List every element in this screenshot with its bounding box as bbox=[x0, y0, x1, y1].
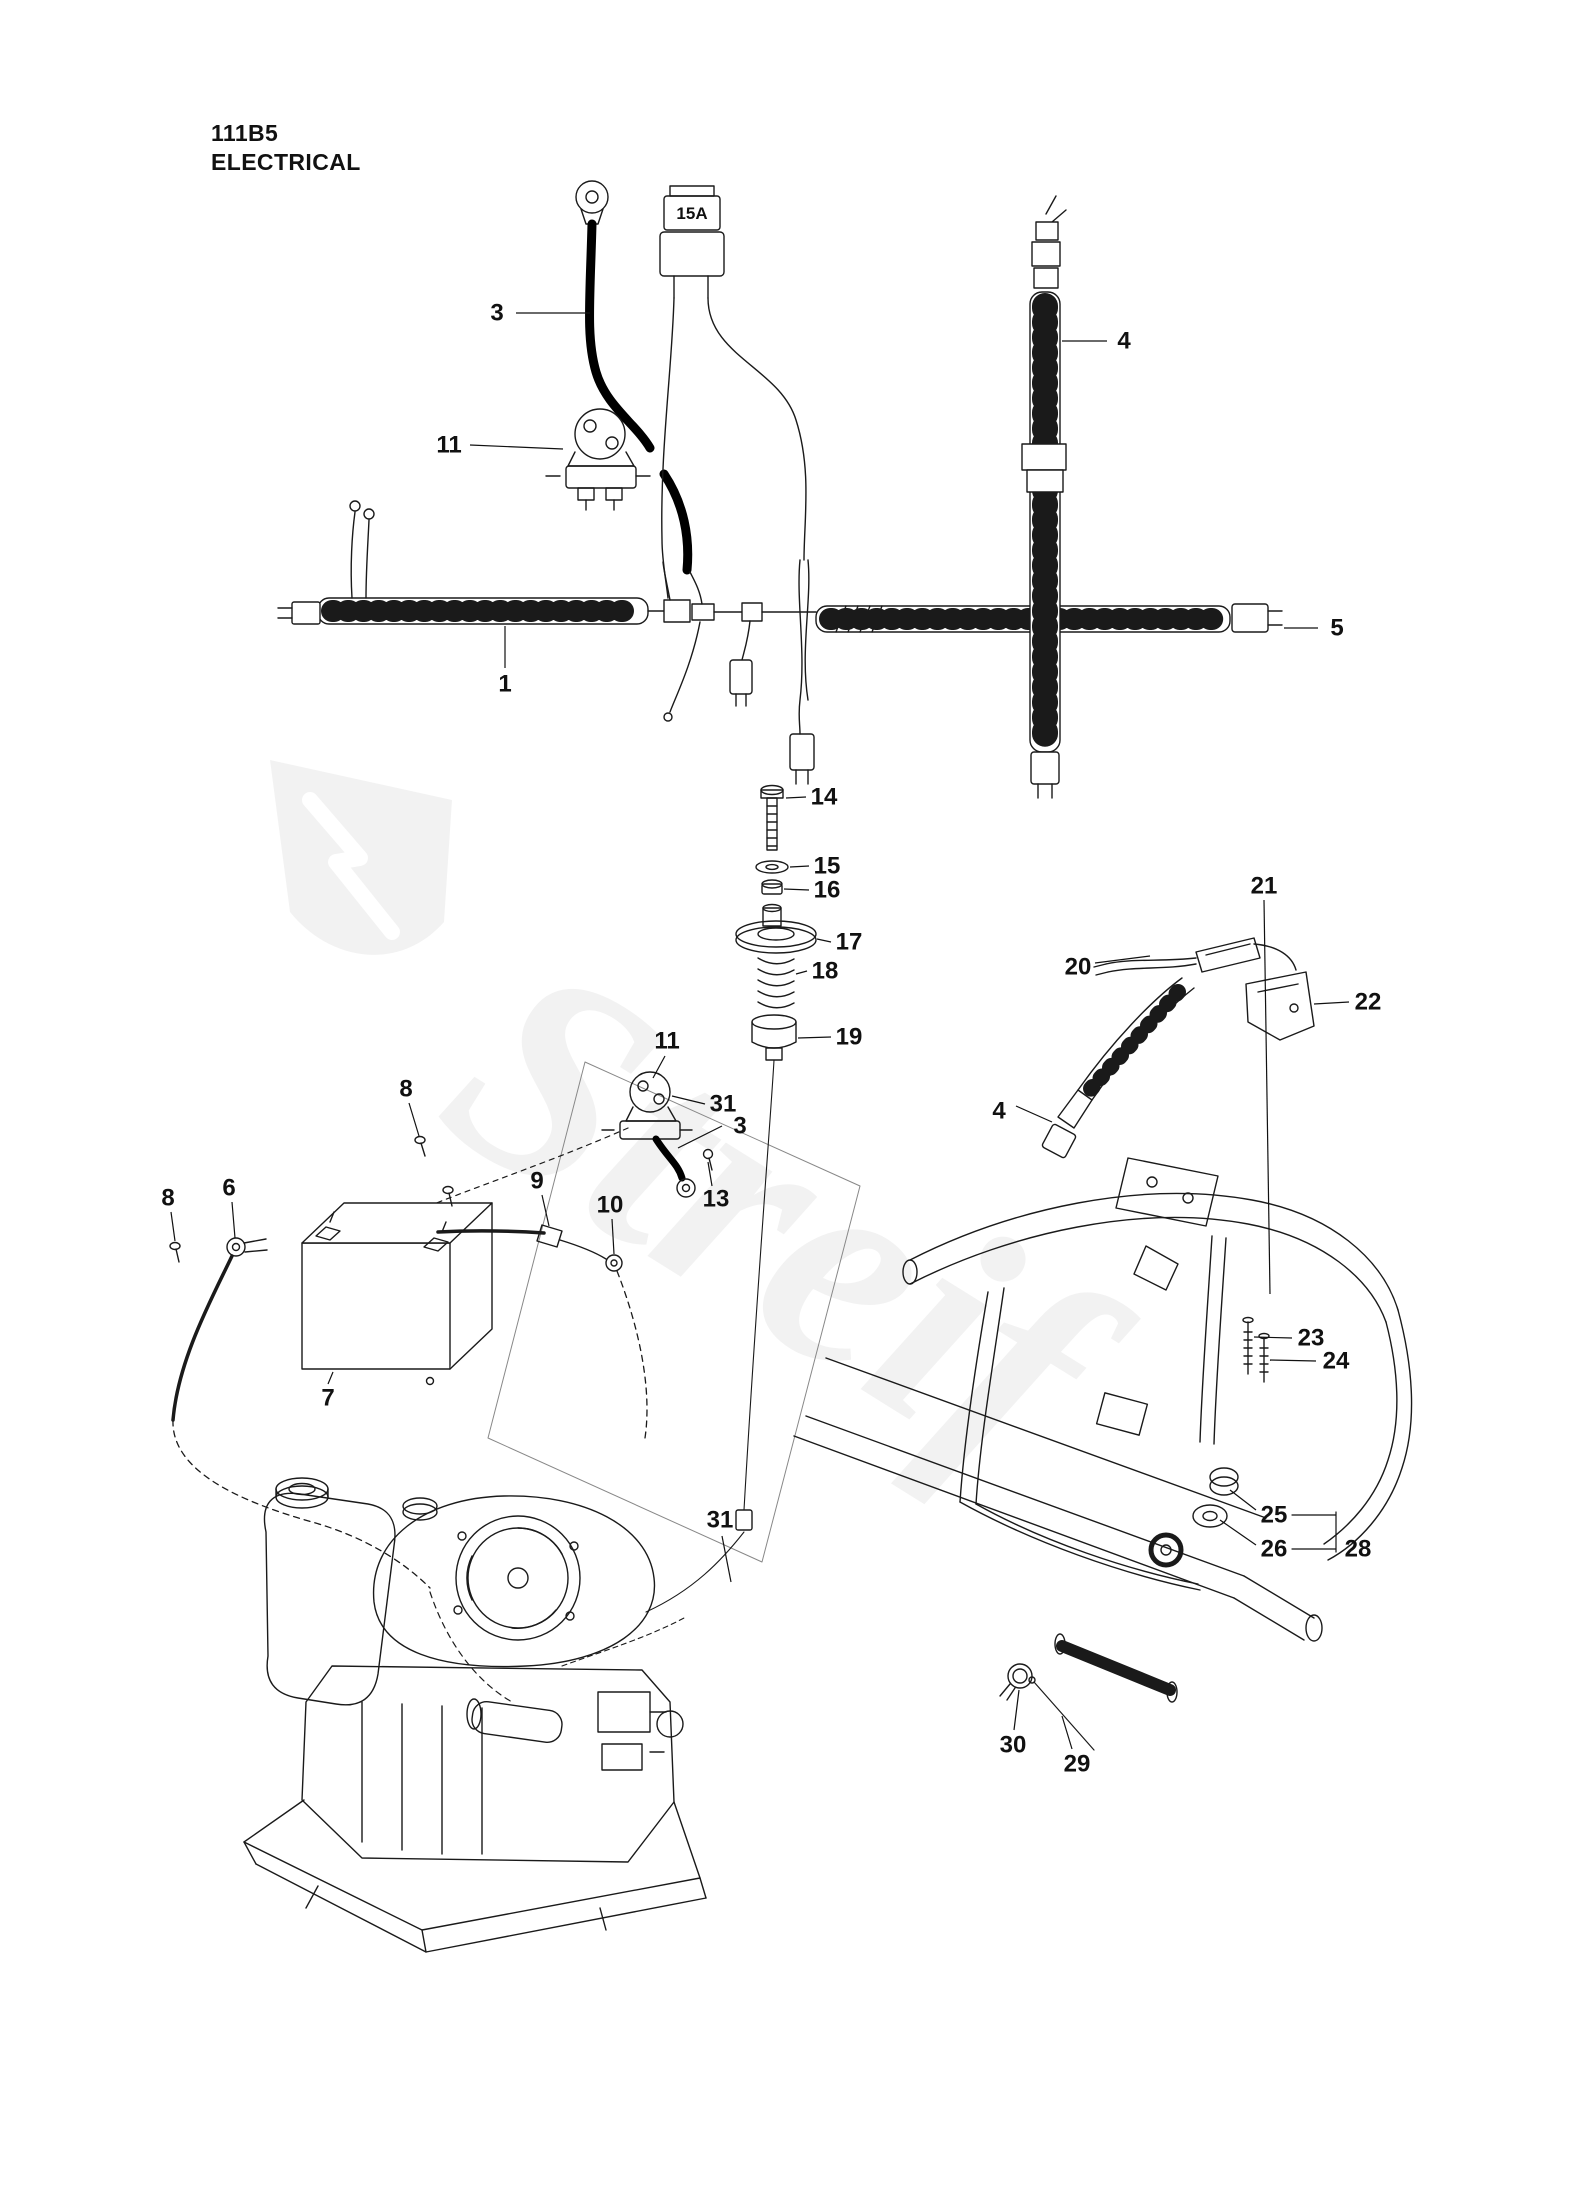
part-callout-17: 17 bbox=[836, 929, 863, 956]
leader-line-23 bbox=[1253, 1336, 1293, 1339]
leader-line-19 bbox=[797, 1036, 832, 1039]
leader-line-14 bbox=[785, 796, 807, 799]
part-callout-11: 11 bbox=[654, 1028, 679, 1055]
model-code: 111B5 bbox=[211, 120, 279, 146]
leader-line-7 bbox=[327, 1371, 334, 1385]
part-callout-24: 24 bbox=[1323, 1348, 1350, 1375]
watermark-shield-mark bbox=[302, 792, 400, 940]
part-callout-23: 23 bbox=[1298, 1325, 1325, 1352]
leader-line-3 bbox=[677, 1125, 723, 1149]
part-callout-30: 30 bbox=[1000, 1732, 1027, 1759]
leader-line-24 bbox=[1269, 1359, 1317, 1362]
part-callout-8: 8 bbox=[399, 1076, 412, 1103]
part-callout-31: 31 bbox=[710, 1091, 737, 1118]
part-callout-22: 22 bbox=[1355, 989, 1382, 1016]
harness-5 bbox=[815, 603, 1283, 633]
watermark-text: Streif bbox=[395, 894, 1173, 1552]
part-callout-8: 8 bbox=[161, 1185, 174, 1212]
part-callout-20: 20 bbox=[1065, 954, 1092, 981]
leader-line-18 bbox=[795, 970, 808, 975]
fuse-rating-label: 15A bbox=[676, 204, 707, 223]
part-callout-10: 10 bbox=[597, 1192, 624, 1219]
leader-line-6 bbox=[231, 1201, 236, 1239]
seat-switch-stack bbox=[735, 784, 817, 1531]
part-callout-6: 6 bbox=[222, 1175, 235, 1202]
part-callout-13: 13 bbox=[703, 1186, 730, 1213]
part-callout-14: 14 bbox=[811, 784, 838, 811]
leader-line-29 bbox=[1061, 1715, 1073, 1750]
callout-bracket-28 bbox=[1291, 1511, 1337, 1553]
frame-assembly bbox=[793, 1157, 1413, 1751]
leader-line-11 bbox=[652, 1055, 666, 1079]
leader-line-10 bbox=[611, 1218, 615, 1255]
leader-line-13 bbox=[707, 1161, 713, 1187]
leader-line-17 bbox=[816, 938, 832, 943]
part-callout-11: 11 bbox=[436, 432, 461, 459]
leader-line-25 bbox=[1229, 1489, 1257, 1511]
part-callout-21: 21 bbox=[1251, 873, 1278, 900]
part-callout-4: 4 bbox=[1117, 328, 1131, 355]
leader-line-4 bbox=[1015, 1105, 1053, 1123]
solenoid-and-cable bbox=[414, 1071, 714, 1205]
part-callout-1: 1 bbox=[498, 671, 511, 698]
page-header: 111B5 ELECTRICAL bbox=[211, 119, 361, 177]
leader-line-15 bbox=[789, 865, 810, 868]
leader-line-16 bbox=[783, 888, 810, 891]
part-callout-9: 9 bbox=[530, 1168, 543, 1195]
part-callout-25: 25 bbox=[1261, 1502, 1288, 1529]
part-callout-15: 15 bbox=[814, 853, 841, 880]
engine-assembly bbox=[243, 1477, 745, 1953]
leader-line-20 bbox=[1094, 955, 1151, 964]
part-callout-31: 31 bbox=[707, 1507, 734, 1534]
part-callout-26: 26 bbox=[1261, 1536, 1288, 1563]
main-harness bbox=[277, 500, 649, 625]
part-callout-28: 28 bbox=[1345, 1536, 1372, 1563]
leader-line-31 bbox=[721, 1535, 732, 1583]
part-callout-16: 16 bbox=[814, 877, 841, 904]
leader-line-26 bbox=[1219, 1519, 1257, 1546]
leader-line-31 bbox=[671, 1095, 706, 1105]
part-callout-18: 18 bbox=[812, 958, 839, 985]
harness-junction bbox=[647, 561, 817, 722]
part-callout-29: 29 bbox=[1064, 1751, 1091, 1778]
part-callout-19: 19 bbox=[836, 1024, 863, 1051]
relay-and-bracket bbox=[1041, 937, 1315, 1159]
part-callout-4: 4 bbox=[992, 1098, 1006, 1125]
leader-line-8 bbox=[170, 1211, 176, 1242]
leader-line-9 bbox=[541, 1194, 550, 1227]
leader-line-22 bbox=[1313, 1001, 1350, 1005]
leader-line-21 bbox=[1263, 899, 1271, 1295]
part-callout-3: 3 bbox=[733, 1113, 746, 1140]
starter-solenoid bbox=[545, 408, 651, 511]
part-callout-7: 7 bbox=[321, 1385, 334, 1412]
page-title: ELECTRICAL bbox=[211, 148, 361, 175]
part-callout-5: 5 bbox=[1330, 615, 1343, 642]
battery-group bbox=[169, 1185, 648, 1589]
leader-line-30 bbox=[1013, 1689, 1020, 1731]
leader-line-8 bbox=[408, 1102, 420, 1137]
leader-line-11 bbox=[469, 444, 564, 450]
watermark: Streif bbox=[270, 760, 1174, 1552]
battery-cable-assembly bbox=[575, 180, 693, 575]
harness-4 bbox=[1021, 195, 1067, 799]
part-callout-3: 3 bbox=[490, 300, 503, 327]
